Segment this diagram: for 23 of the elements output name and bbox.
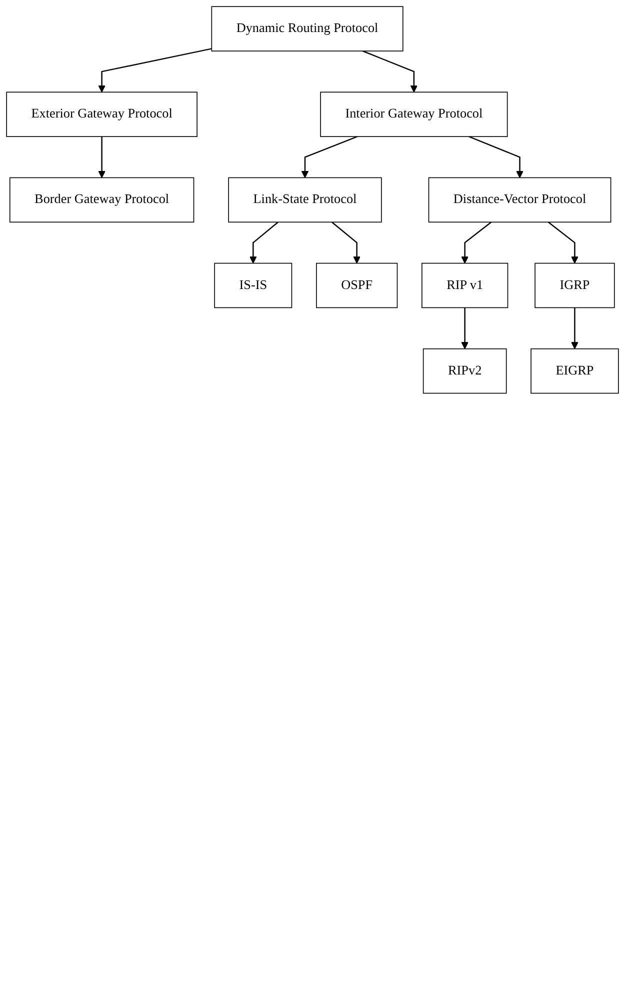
node-box: EIGRP [530, 348, 619, 394]
node-box: Distance-Vector Protocol [428, 177, 612, 223]
arrow [250, 222, 278, 264]
arrow [98, 48, 212, 92]
node-box: Exterior Gateway Protocol [6, 92, 198, 137]
arrow [461, 308, 468, 350]
node-box: Border Gateway Protocol [9, 177, 194, 223]
arrow [548, 222, 578, 264]
node-box: Interior Gateway Protocol [320, 92, 508, 137]
node-box: RIP v1 [422, 262, 508, 308]
node-box: Dynamic Routing Protocol [211, 6, 404, 52]
arrow [332, 222, 360, 264]
arrow [571, 308, 578, 350]
arrow [301, 136, 358, 178]
node-box: IGRP [534, 262, 615, 308]
node-box: Link-State Protocol [228, 177, 382, 223]
arrow [98, 136, 106, 178]
arrow [362, 50, 418, 92]
node-box: RIPv2 [422, 348, 507, 394]
node-box: IS-IS [214, 262, 292, 308]
arrow [468, 136, 524, 178]
node-box: OSPF [316, 262, 398, 308]
arrow [461, 222, 492, 264]
